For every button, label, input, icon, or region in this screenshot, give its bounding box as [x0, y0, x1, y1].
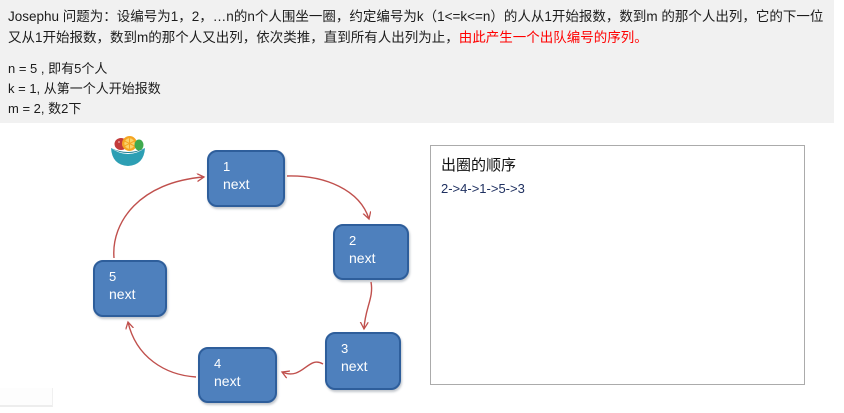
node-3-number: 3	[341, 341, 349, 356]
node-4-number: 4	[214, 356, 222, 371]
problem-description-highlight: 由此产生一个出队编号的序列。	[458, 30, 648, 45]
node-2-next-label: next	[349, 250, 376, 266]
node-5: 5 next	[93, 260, 167, 317]
arrow-1-to-2	[286, 175, 369, 219]
arrow-3-to-4	[282, 361, 324, 374]
node-4-next-label: next	[214, 373, 241, 389]
problem-description-main: Josephu 问题为：设编号为1，2，…n的n个人围坐一圈，约定编号为k（1<…	[8, 9, 824, 45]
node-2: 2 next	[333, 224, 409, 280]
param-k: k = 1, 从第一个人开始报数	[8, 81, 161, 96]
arrow-2-to-3	[364, 281, 373, 329]
result-sequence: 2->4->1->5->3	[441, 181, 525, 196]
node-3: 3 next	[325, 332, 401, 390]
node-4: 4 next	[198, 347, 277, 403]
arrow-4-to-5	[128, 322, 197, 378]
fruit-bowl-icon	[111, 136, 145, 166]
node-3-next-label: next	[341, 358, 368, 374]
result-panel-title: 出圈的顺序	[441, 157, 517, 174]
parameter-list: n = 5 , 即有5个人 k = 1, 从第一个人开始报数 m = 2, 数2…	[8, 59, 826, 119]
node-1: 1 next	[207, 150, 285, 207]
param-m: m = 2, 数2下	[8, 101, 82, 116]
node-5-next-label: next	[109, 286, 136, 302]
param-n: n = 5 , 即有5个人	[8, 61, 108, 76]
problem-statement: Josephu 问题为：设编号为1，2，…n的n个人围坐一圈，约定编号为k（1<…	[0, 0, 834, 123]
node-1-number: 1	[223, 159, 231, 174]
problem-description: Josephu 问题为：设编号为1，2，…n的n个人围坐一圈，约定编号为k（1<…	[8, 6, 826, 48]
arrow-5-to-1	[113, 177, 204, 259]
node-2-number: 2	[349, 233, 357, 248]
node-1-next-label: next	[223, 176, 250, 192]
canvas-corner	[0, 388, 53, 407]
node-5-number: 5	[109, 269, 117, 284]
result-panel: 出圈的顺序 2->4->1->5->3	[430, 145, 805, 385]
